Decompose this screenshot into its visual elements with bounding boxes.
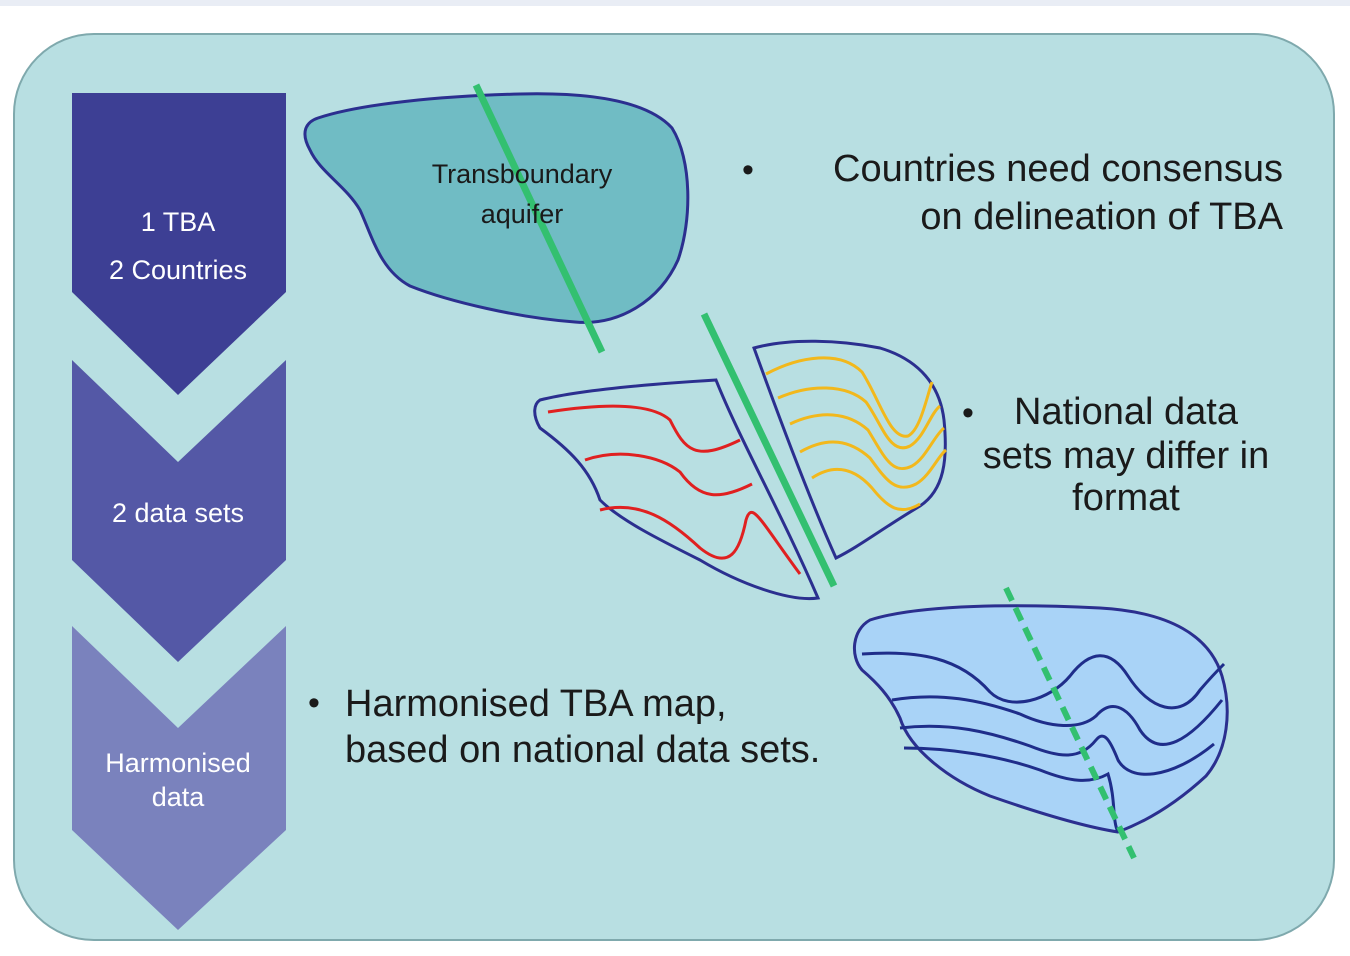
step-chevron-1 (72, 93, 286, 395)
dataset-contour-lines-red (547, 404, 802, 575)
bullet-harmonised-symbol: • (308, 684, 320, 722)
bullet-consensus-line2: on delineation of TBA (920, 196, 1283, 238)
bullet-national-line1: National data (1014, 391, 1239, 433)
step-1-label-line2: 2 Countries (109, 255, 247, 285)
aquifer-label-line2: aquifer (481, 199, 564, 229)
bullet-national-symbol: • (962, 394, 974, 432)
country-border-line (472, 83, 606, 354)
bullet-consensus-symbol: • (742, 151, 754, 189)
step-2-label: 2 data sets (112, 498, 244, 528)
step-1-label-line1: 1 TBA (141, 207, 216, 237)
harmonised-contour-lines (861, 651, 1226, 833)
bullet-national-line2: sets may differ in (983, 435, 1270, 477)
harmonised-border-dashed-line (1003, 586, 1137, 860)
step-3-label-line1: Harmonised (105, 748, 251, 778)
country-border-line-split (700, 312, 838, 588)
step-chevron-2 (72, 360, 286, 662)
bullet-harmonised-line1: Harmonised TBA map, (345, 683, 727, 725)
national-dataset-left-shape (533, 378, 821, 601)
step-chevron-3 (72, 626, 286, 930)
bullet-harmonised-line2: based on national data sets. (345, 729, 820, 771)
bullet-national-line3: format (1072, 477, 1180, 519)
national-dataset-right-shape (752, 339, 947, 561)
aquifer-label-line1: Transboundary (432, 159, 613, 189)
top-strip (0, 0, 1350, 6)
bullet-consensus-line1: Countries need consensus (833, 148, 1283, 190)
transboundary-aquifer-shape (303, 92, 690, 324)
dataset-contour-lines-yellow (765, 356, 948, 511)
step-3-label-line2: data (152, 782, 206, 812)
